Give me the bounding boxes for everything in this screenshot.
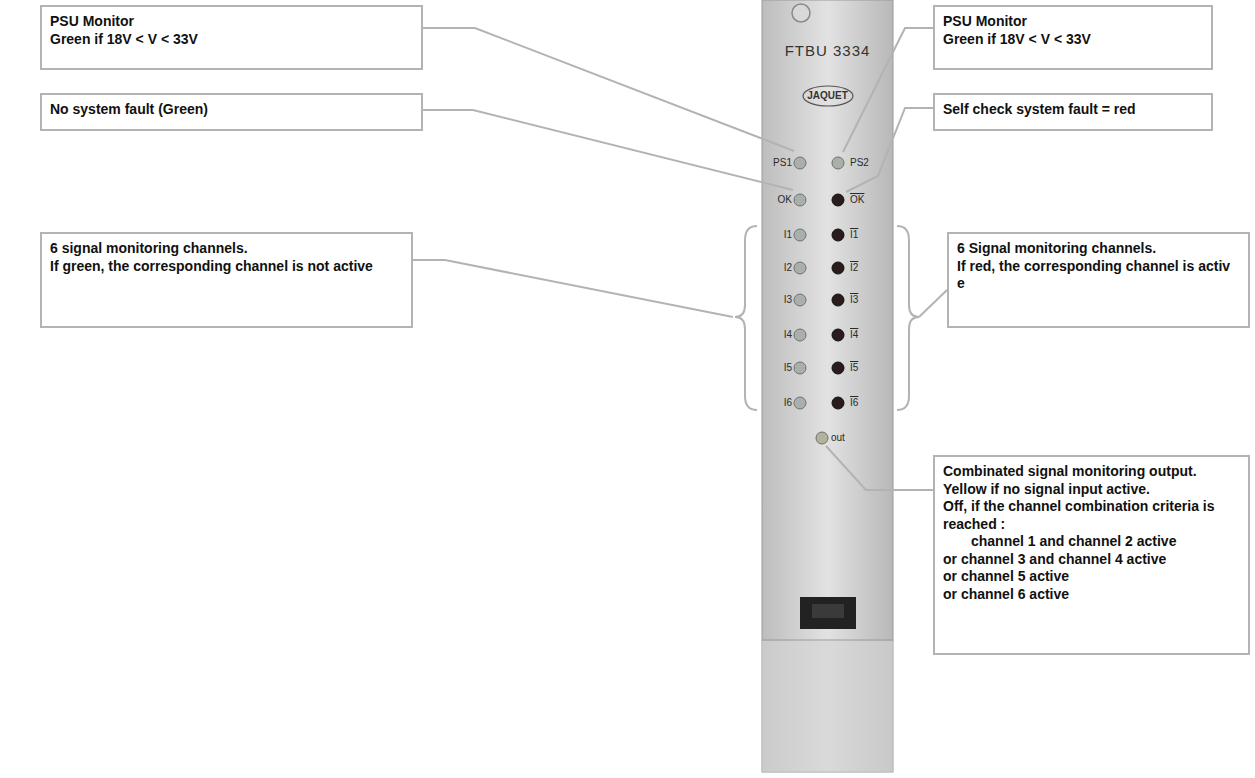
callout-box: Self check system fault = red (933, 93, 1213, 131)
callout-text: If red, the corresponding channel is act… (957, 258, 1240, 293)
led-label: out (831, 432, 861, 444)
led-column-right (832, 157, 844, 409)
handle-slot (812, 604, 844, 618)
callout-text: Green if 18V < V < 33V (50, 31, 413, 49)
callout-text: channel 1 and channel 2 active (971, 533, 1240, 551)
callout-text: PSU Monitor (50, 13, 413, 31)
panel-screw (792, 4, 810, 22)
callout-box: No system fault (Green) (40, 93, 423, 131)
callout-box: PSU MonitorGreen if 18V < V < 33V (40, 5, 423, 70)
callout-text: 6 Signal monitoring channels. (957, 240, 1240, 258)
callout-text: or channel 6 active (943, 586, 1240, 604)
callout-box: 6 Signal monitoring channels.If red, the… (947, 232, 1250, 328)
led-label: I1 (850, 229, 880, 241)
led-label: I3 (850, 294, 880, 306)
led-label: I6 (850, 397, 880, 409)
led-label: I2 (850, 262, 880, 274)
led-label: OK (850, 194, 880, 206)
callout-text: Off, if the channel combination criteria… (943, 498, 1240, 533)
panel-seam (762, 640, 893, 641)
panel-base (762, 641, 893, 772)
model-name: FTBU 3334 (762, 42, 893, 60)
callout-text: PSU Monitor (943, 13, 1203, 31)
led-label: I3 (766, 294, 792, 306)
led-label: I2 (766, 262, 792, 274)
callout-text: Self check system fault = red (943, 101, 1203, 119)
led-label: PS2 (850, 157, 880, 169)
front-panel (762, 0, 893, 772)
callout-text: If green, the corresponding channel is n… (50, 258, 403, 276)
led-column-left (794, 157, 806, 409)
callout-text: Yellow if no signal input active. (943, 481, 1240, 499)
callout-box: Combinated signal monitoring output.Yell… (933, 455, 1250, 655)
led-label: OK (766, 194, 792, 206)
out-led (816, 432, 828, 444)
leader-lines (413, 28, 947, 490)
brackets (735, 226, 919, 410)
callout-box: PSU MonitorGreen if 18V < V < 33V (933, 5, 1213, 70)
led-label: I4 (850, 329, 880, 341)
callout-text: or channel 3 and channel 4 active (943, 551, 1240, 569)
callout-text: 6 signal monitoring channels. (50, 240, 403, 258)
led-label: PS1 (766, 157, 792, 169)
callout-text: or channel 5 active (943, 568, 1240, 586)
brand-logo: JAQUET (762, 90, 893, 102)
callout-box: 6 signal monitoring channels.If green, t… (40, 232, 413, 328)
led-label: I4 (766, 329, 792, 341)
callout-text: No system fault (Green) (50, 101, 413, 119)
led-label: I6 (766, 397, 792, 409)
callout-text: Combinated signal monitoring output. (943, 463, 1240, 481)
panel-handle (800, 597, 856, 629)
led-label: I1 (766, 229, 792, 241)
led-label: I5 (766, 362, 792, 374)
callout-text: Green if 18V < V < 33V (943, 31, 1203, 49)
led-label: I5 (850, 362, 880, 374)
